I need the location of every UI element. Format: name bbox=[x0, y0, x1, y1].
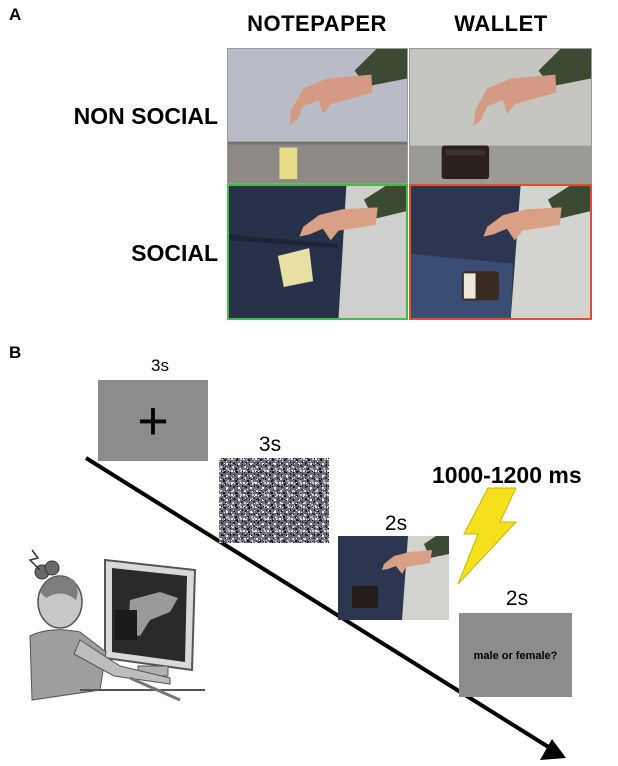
lightning-bolt-icon bbox=[457, 487, 518, 585]
noise-mask-screen bbox=[219, 458, 329, 543]
panel-a-label: A bbox=[9, 5, 22, 24]
photo-social-wallet bbox=[409, 184, 592, 320]
question-screen: male or female? bbox=[459, 613, 572, 697]
row-header-non-social: NON SOCIAL bbox=[73, 103, 218, 129]
step-3-duration: 2s bbox=[384, 512, 408, 535]
fixation-cross: + bbox=[137, 390, 169, 451]
column-header-wallet: WALLET bbox=[454, 11, 548, 36]
photo-social-notepaper bbox=[227, 184, 408, 320]
participant-tms-illustration bbox=[10, 540, 205, 712]
stimulation-timing-label: 1000-1200 ms bbox=[432, 462, 582, 488]
question-text: male or female? bbox=[473, 650, 558, 662]
photo-nonsocial-notepaper bbox=[227, 48, 408, 184]
step-1-duration: 3s bbox=[151, 356, 169, 375]
step-2-duration: 3s bbox=[258, 433, 282, 456]
step-4-duration: 2s bbox=[505, 587, 529, 610]
column-header-notepaper: NOTEPAPER bbox=[247, 11, 387, 36]
action-stimulus-screen bbox=[338, 536, 449, 620]
fixation-screen: + bbox=[98, 380, 208, 461]
row-header-social: SOCIAL bbox=[131, 240, 218, 266]
photo-nonsocial-wallet bbox=[409, 48, 592, 184]
panel-b-label: B bbox=[9, 343, 22, 362]
